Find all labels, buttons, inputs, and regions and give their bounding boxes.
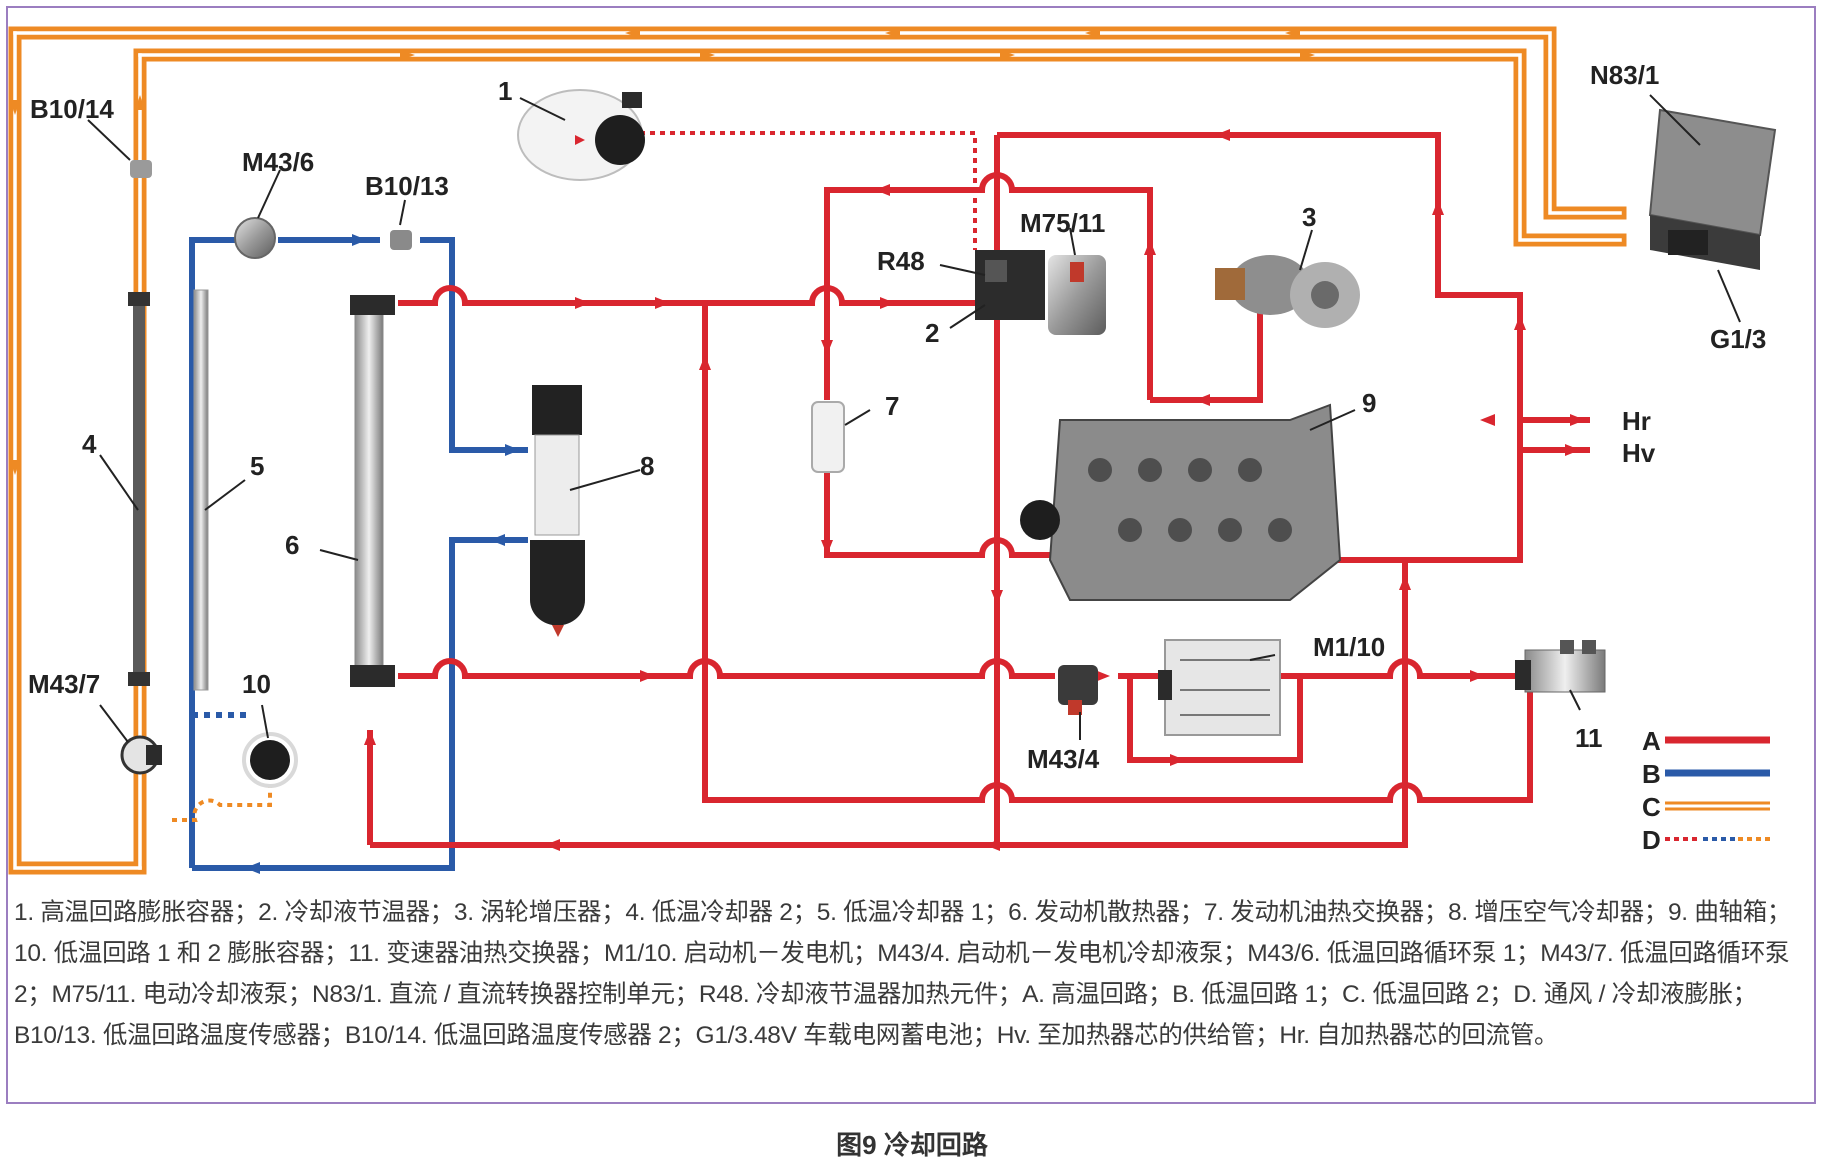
component-m43-6-pump bbox=[234, 217, 276, 259]
label-n83-1: N83/1 bbox=[1590, 60, 1660, 90]
component-n83-1-dc-converter bbox=[1648, 108, 1777, 270]
component-9-crankcase bbox=[1020, 403, 1342, 601]
component-8-charge-air-cooler bbox=[530, 385, 585, 637]
component-m43-7-pump bbox=[120, 735, 162, 775]
component-10-expansion-tank bbox=[242, 732, 298, 788]
component-11-transmission-oil-cooler bbox=[1515, 640, 1606, 693]
label-5: 5 bbox=[250, 451, 265, 481]
circuit-d-lines bbox=[172, 131, 977, 822]
circuit-b-lines bbox=[189, 237, 528, 871]
label-11: 11 bbox=[1575, 723, 1603, 753]
label-hr: Hr bbox=[1622, 406, 1651, 436]
circuit-a-lines bbox=[367, 132, 1590, 848]
label-b10-13: B10/13 bbox=[365, 171, 449, 201]
figure-title: 图9 冷却回路 bbox=[836, 1130, 988, 1160]
label-2: 2 bbox=[925, 318, 940, 348]
label-m43-6: M43/6 bbox=[242, 147, 315, 177]
leader-lines bbox=[87, 94, 1741, 743]
component-r48-thermostat bbox=[975, 250, 1045, 320]
component-m1-10-starter-generator bbox=[1158, 639, 1281, 736]
figure-caption: 1. 高温回路膨胀容器；2. 冷却液节温器；3. 涡轮增压器；4. 低温冷却器 … bbox=[14, 899, 1792, 1049]
label-1: 1 bbox=[498, 76, 513, 106]
label-10: 10 bbox=[242, 669, 271, 699]
component-3-turbocharger bbox=[1215, 255, 1360, 328]
circuit-c-lines bbox=[8, 26, 1627, 875]
legend-label-d: D bbox=[1642, 825, 1661, 855]
component-5-lt-cooler-1 bbox=[193, 289, 209, 691]
component-6-radiator bbox=[350, 295, 395, 687]
label-9: 9 bbox=[1362, 388, 1377, 418]
label-hv: Hv bbox=[1622, 438, 1656, 468]
legend-label-a: A bbox=[1642, 726, 1661, 756]
label-r48: R48 bbox=[877, 246, 925, 276]
component-m75-11-pump bbox=[1048, 255, 1106, 335]
label-m43-7: M43/7 bbox=[28, 669, 101, 699]
component-b10-14-sensor bbox=[130, 160, 152, 178]
label-m1-10: M1/10 bbox=[1313, 632, 1386, 662]
legend-label-c: C bbox=[1642, 792, 1661, 822]
legend-label-b: B bbox=[1642, 759, 1661, 789]
label-m43-4: M43/4 bbox=[1027, 744, 1100, 774]
cooling-circuit-diagram bbox=[8, 26, 1777, 875]
label-7: 7 bbox=[885, 391, 900, 421]
label-b10-14: B10/14 bbox=[30, 94, 114, 124]
label-8: 8 bbox=[640, 451, 655, 481]
component-7-oil-heat-exchanger bbox=[811, 401, 845, 473]
label-6: 6 bbox=[285, 530, 300, 560]
component-m43-4-pump bbox=[1058, 665, 1098, 715]
label-4: 4 bbox=[82, 429, 97, 459]
component-4-lt-cooler-2 bbox=[128, 292, 150, 686]
component-1-expansion-tank bbox=[517, 89, 645, 181]
component-b10-13-sensor bbox=[390, 230, 412, 250]
label-m75-11: M75/11 bbox=[1020, 208, 1106, 238]
label-g1-3: G1/3 bbox=[1710, 324, 1767, 354]
legend bbox=[1665, 736, 1770, 841]
label-3: 3 bbox=[1302, 202, 1317, 232]
